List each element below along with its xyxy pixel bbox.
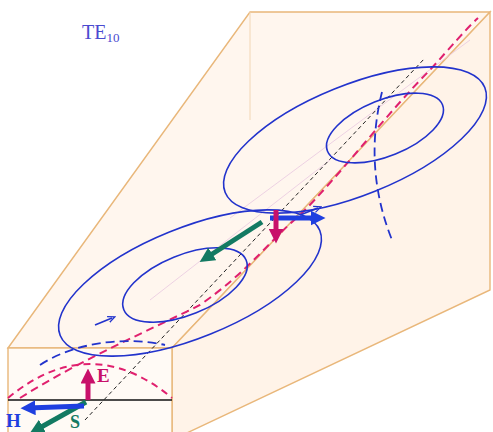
guide-lines	[150, 40, 470, 300]
mid-vectors	[206, 210, 318, 258]
h-field-label: H	[6, 411, 21, 430]
h-field-loops	[40, 37, 493, 387]
e-field-wave	[20, 18, 478, 398]
mode-title: TE10	[82, 22, 119, 42]
waveguide-outline	[8, 12, 490, 432]
s-vector-label: S	[70, 413, 80, 431]
axis-line	[85, 58, 425, 420]
h-dashed-curves	[40, 92, 392, 365]
e-field-label: E	[97, 366, 110, 385]
front-vectors	[28, 376, 88, 430]
